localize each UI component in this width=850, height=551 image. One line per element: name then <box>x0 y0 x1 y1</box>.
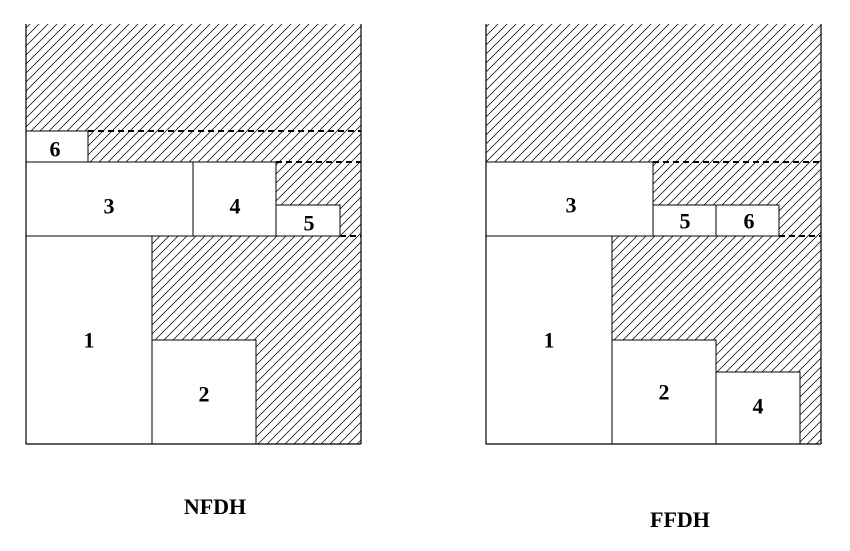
ffdh-rect-1 <box>485 235 613 445</box>
nfdh-label-3: 3 <box>104 194 115 219</box>
nfdh-label-5: 5 <box>304 211 315 236</box>
ffdh-rect-4 <box>715 371 801 445</box>
ffdh-label-3: 3 <box>566 193 577 218</box>
ffdh-rect-3 <box>485 161 654 237</box>
nfdh-caption: NFDH <box>184 494 246 519</box>
ffdh-rect-2 <box>611 339 717 445</box>
ffdh-diagram: 1 2 3 4 5 6 FFDH <box>485 24 822 532</box>
ffdh-label-6: 6 <box>744 209 755 234</box>
nfdh-label-2: 2 <box>199 382 210 407</box>
ffdh-rect-5 <box>652 204 717 237</box>
nfdh-diagram: 1 2 3 4 5 6 NFDH <box>25 24 362 519</box>
ffdh-label-1: 1 <box>544 328 555 353</box>
nfdh-rect-2 <box>151 339 257 445</box>
ffdh-label-5: 5 <box>680 209 691 234</box>
ffdh-label-2: 2 <box>659 380 670 405</box>
nfdh-label-1: 1 <box>84 328 95 353</box>
nfdh-rect-6 <box>25 130 89 163</box>
ffdh-label-4: 4 <box>753 394 764 419</box>
nfdh-label-4: 4 <box>230 194 241 219</box>
nfdh-label-6: 6 <box>50 137 61 162</box>
nfdh-rect-1 <box>25 235 153 445</box>
ffdh-rect-6 <box>715 204 780 237</box>
ffdh-caption: FFDH <box>650 507 710 532</box>
nfdh-rect-3 <box>25 161 194 237</box>
